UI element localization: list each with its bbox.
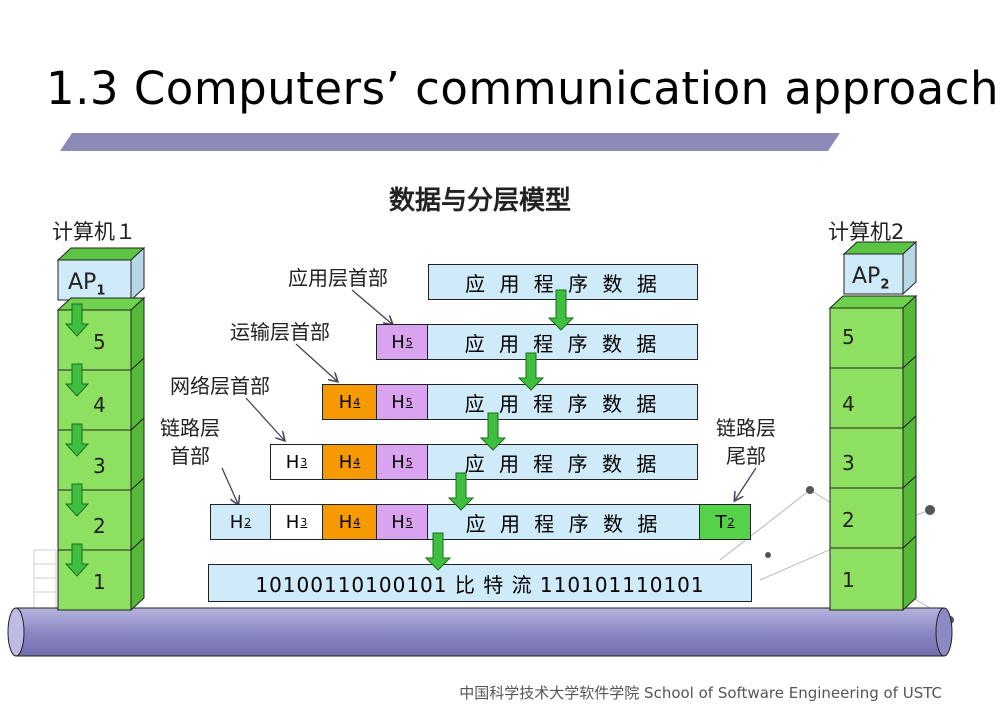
transport-header-annotation: 运输层首部 — [230, 320, 330, 344]
arrow-down-4 — [447, 472, 475, 511]
diagram-title: 数据与分层模型 — [388, 186, 571, 216]
row3-h5-text: H — [391, 391, 405, 413]
row4-h4-sub: 4 — [353, 455, 361, 469]
computer1-layer-3: 3 — [93, 454, 106, 478]
row5-h5-text: H — [391, 511, 405, 533]
row2-app-data: 应 用 程 序 数 据 — [427, 324, 698, 360]
computer2-ap-text: AP — [852, 264, 881, 289]
link-trailer-annotation-line1: 链路层 — [716, 416, 776, 440]
row4-h3-sub: 3 — [300, 455, 308, 469]
link-header-annotation-line2: 首部 — [170, 444, 210, 468]
computer2-ap-subscript: 2 — [880, 277, 890, 293]
row5-h3-sub: 3 — [300, 515, 308, 529]
arrow-down-2 — [517, 352, 545, 391]
network-cable — [7, 607, 953, 657]
row2-h5-text: H — [391, 331, 405, 353]
computer1-layer-4: 4 — [93, 393, 106, 417]
row3-app-data: 应 用 程 序 数 据 — [427, 384, 698, 420]
link-header-annotation-line1: 链路层 — [160, 416, 220, 440]
background-building-decoration — [33, 549, 57, 609]
computer1-layer-1: 1 — [93, 570, 106, 594]
row4-app-data: 应 用 程 序 数 据 — [427, 444, 698, 480]
row5-h4-sub: 4 — [353, 515, 361, 529]
row4-h4-text: H — [338, 451, 353, 473]
row4-h5-sub: 5 — [405, 455, 413, 469]
row5-t2-text: T — [715, 511, 727, 533]
row5-app-data: 应 用 程 序 数 据 — [427, 504, 700, 540]
computer1-label: 计算机１ — [52, 220, 136, 244]
computer1-layer-5: 5 — [93, 330, 106, 354]
slide-title: 1.3 Computers’ communication approach — [46, 62, 999, 115]
title-underline-bar — [60, 133, 840, 151]
row5-h2-text: H — [229, 511, 244, 533]
computer2-label: 计算机2 — [828, 220, 905, 244]
app-header-annotation: 应用层首部 — [288, 266, 388, 290]
computer1-stack — [56, 246, 146, 612]
row5-h2-sub: 2 — [244, 515, 252, 529]
row2-h5-sub: 5 — [405, 335, 413, 349]
row4-h3-text: H — [285, 451, 300, 473]
footer-institution: 中国科学技术大学软件学院 School of Software Engineer… — [459, 684, 942, 702]
arrow-down-3 — [479, 412, 507, 451]
row4-h5-text: H — [391, 451, 405, 473]
computer2-layer-5: 5 — [842, 325, 855, 349]
bitstream-row: 10100110100101 比 特 流 110101110101 — [208, 564, 752, 602]
row5-h3-text: H — [285, 511, 300, 533]
row3-h4-sub: 4 — [353, 395, 361, 409]
row5-h4-text: H — [338, 511, 353, 533]
computer1-ap-text: AP — [68, 270, 97, 295]
computer2-layer-1: 1 — [842, 568, 855, 592]
computer2-ap-label: AP2 — [852, 264, 889, 292]
computer2-layer-3: 3 — [842, 451, 855, 475]
row3-h5-sub: 5 — [405, 395, 413, 409]
row3-h4-text: H — [338, 391, 353, 413]
row5-h5-sub: 5 — [405, 515, 413, 529]
row5-t2-sub: 2 — [727, 515, 735, 529]
encapsulation-arrows — [424, 289, 575, 571]
arrow-down-1 — [547, 289, 575, 331]
computer2-layer-2: 2 — [842, 508, 855, 532]
annotation-pointers — [221, 289, 757, 720]
network-header-annotation: 网络层首部 — [170, 374, 270, 398]
computer1-ap-subscript: 1 — [96, 283, 106, 299]
computer1-ap-label: AP1 — [68, 270, 105, 298]
computer2-layer-4: 4 — [842, 392, 855, 416]
computer1-layer-2: 2 — [93, 514, 106, 538]
link-trailer-annotation-line2: 尾部 — [726, 444, 766, 468]
computer2-stack — [828, 240, 918, 612]
arrow-down-5 — [424, 532, 452, 571]
